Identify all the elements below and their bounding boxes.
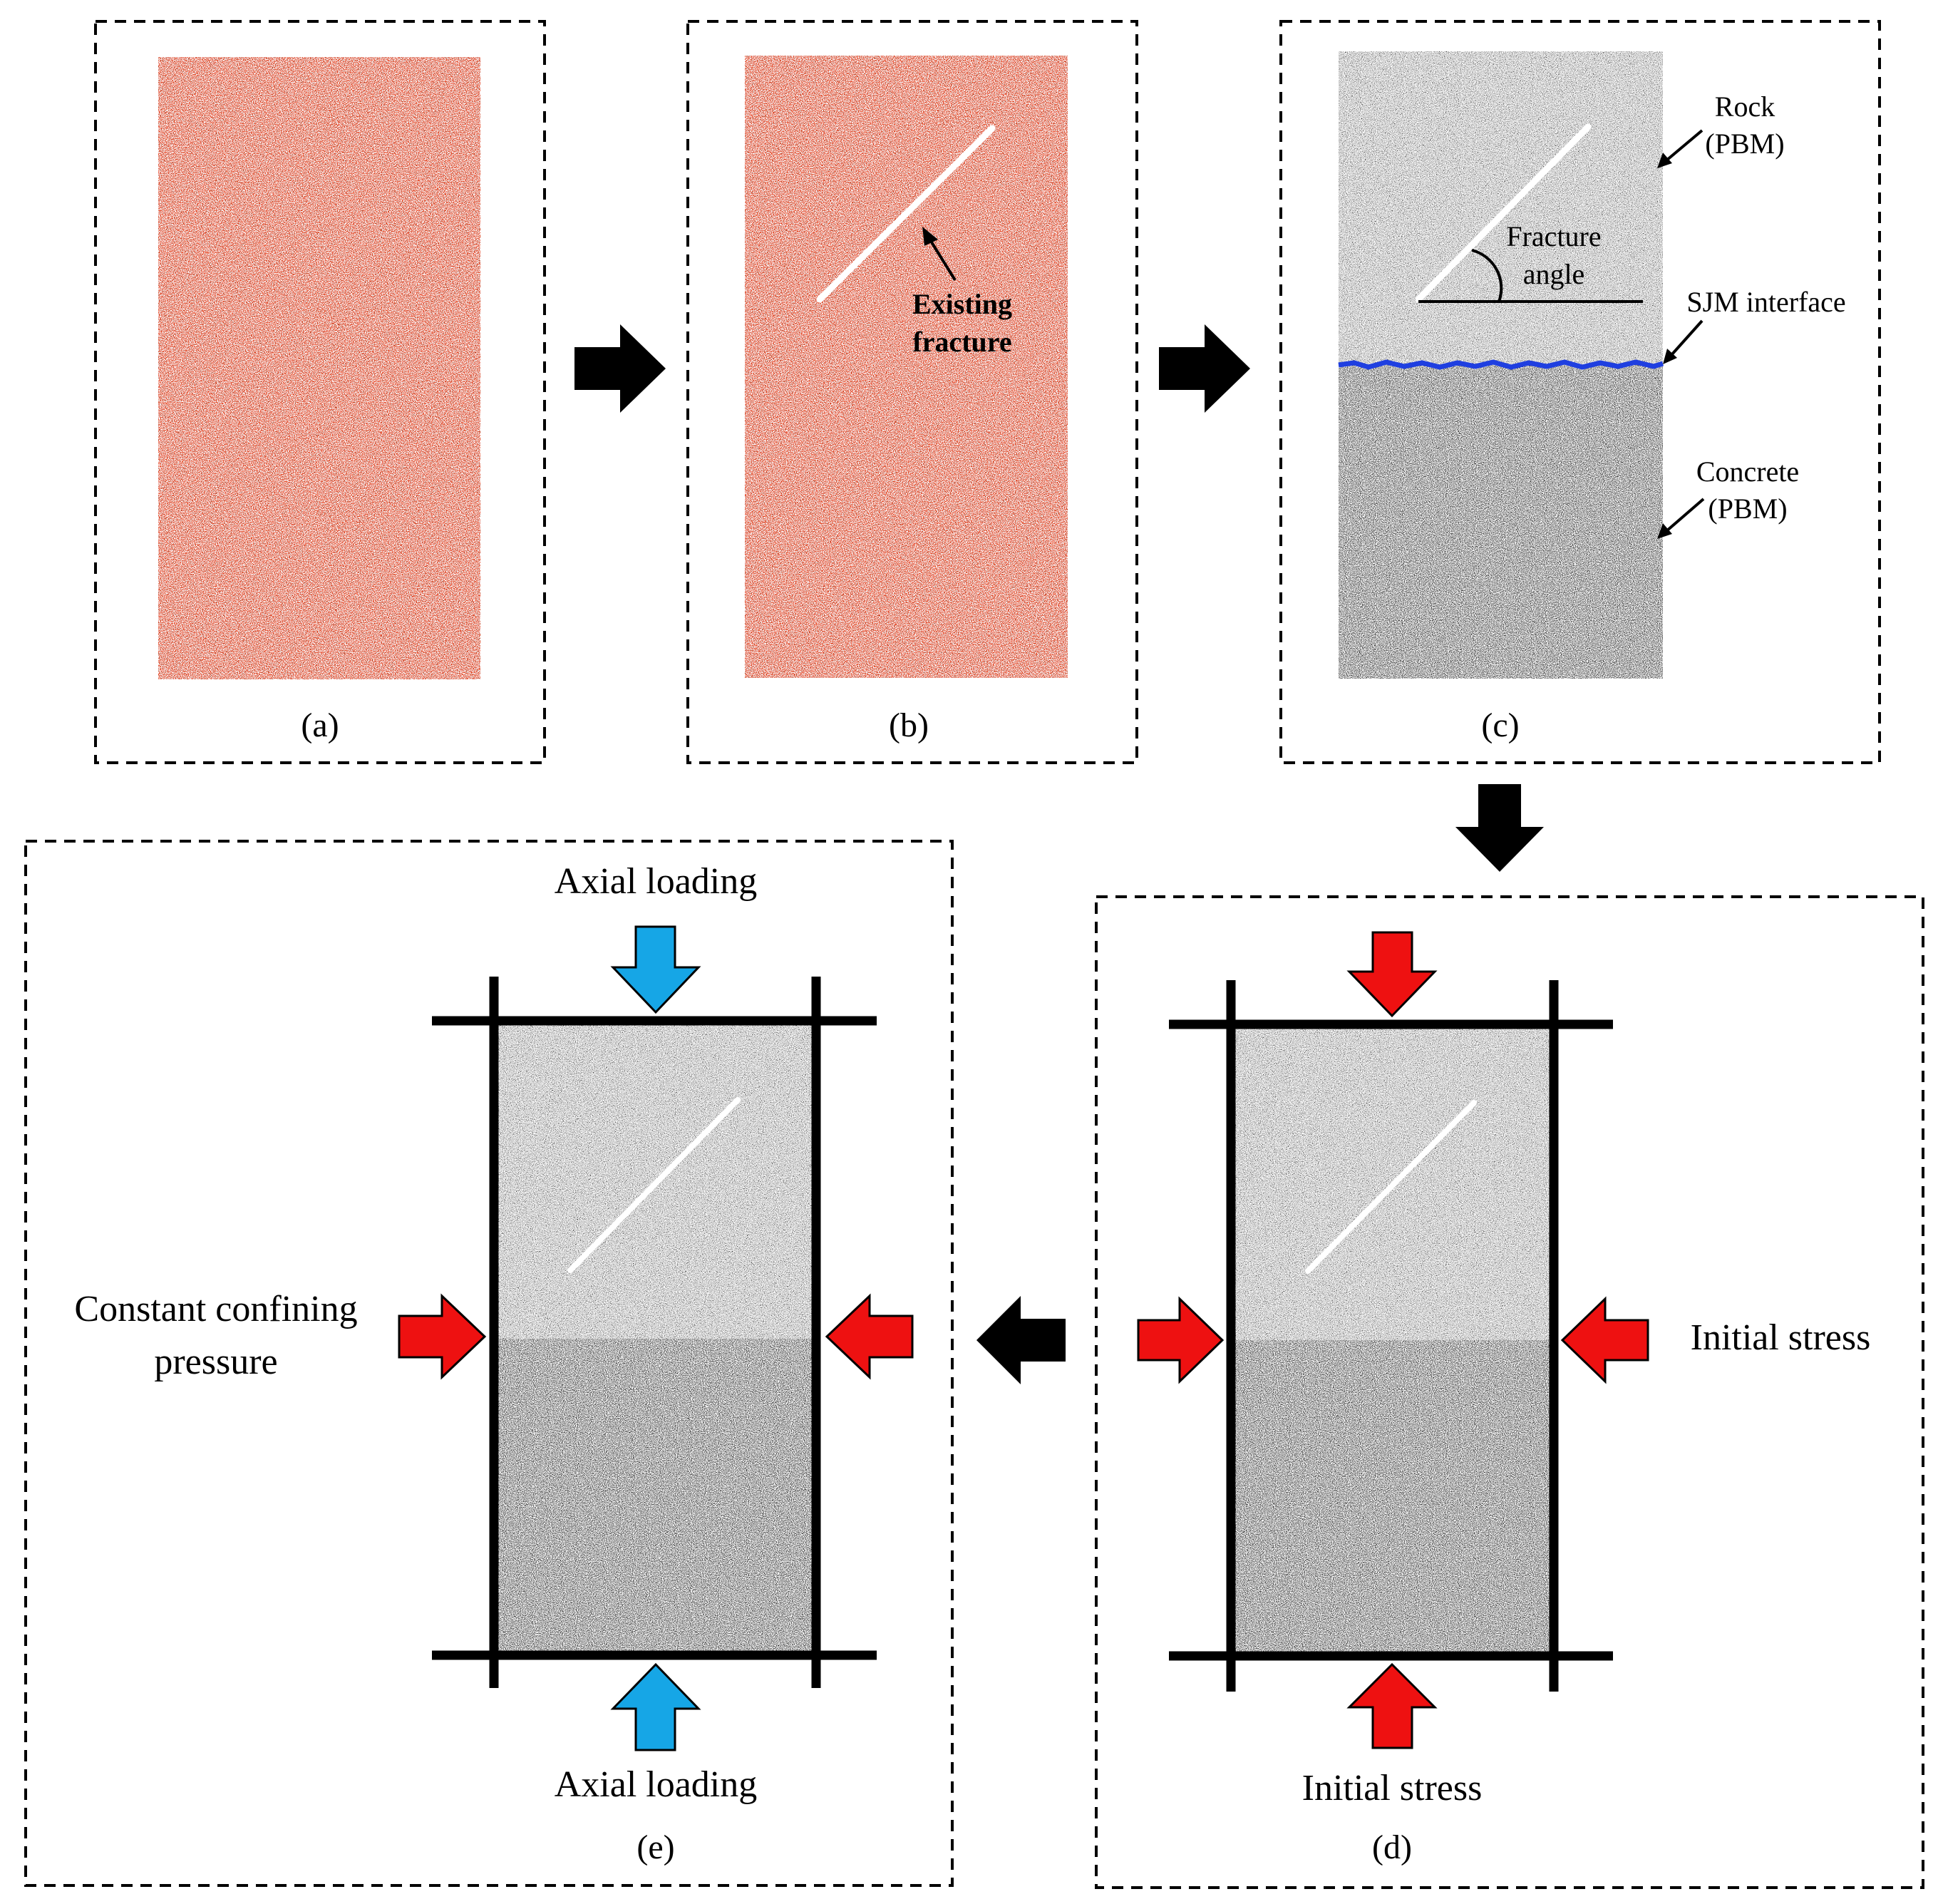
axial-loading-arrow-bottom: [610, 1662, 701, 1751]
specimen-d-fracture: [1305, 1100, 1477, 1274]
panel-d: Initial stress Initial stress (d): [1095, 895, 1924, 1889]
panel-b-frame: [686, 20, 1138, 764]
axial-loading-bottom-label: Axial loading: [555, 1764, 758, 1805]
caption-d: (d): [1372, 1828, 1412, 1866]
interface-pointer-head: [1663, 349, 1677, 364]
existing-fracture: [816, 125, 996, 303]
rock-pointer-head: [1657, 153, 1672, 168]
flow-arrow-b-to-c: [1159, 324, 1250, 413]
fracture-angle-arc: [1471, 249, 1503, 302]
concrete-pointer-arrow: [1665, 498, 1705, 532]
interface-pointer-arrow: [1670, 319, 1704, 356]
specimen-e-fracture: [567, 1097, 741, 1273]
panel-b: Existing fracture (b): [686, 20, 1138, 764]
caption-a: (a): [301, 706, 339, 744]
caption-c: (c): [1481, 706, 1519, 744]
rock-pointer-arrow: [1665, 129, 1704, 162]
confining-pressure-arrow-left: [398, 1293, 487, 1380]
panel-e: Axial loading Axial loading Constant con…: [24, 840, 954, 1887]
initial-stress-arrow-top: [1346, 931, 1438, 1018]
fracture-pointer-arrow: [928, 237, 957, 282]
concrete-pointer-head: [1657, 523, 1672, 539]
fracture-angle-label-1: Fracture: [1506, 220, 1601, 252]
caption-e: (e): [636, 1828, 674, 1866]
axial-loading-arrow-top: [610, 925, 701, 1014]
flow-arrow-c-to-d: [1455, 784, 1544, 872]
concrete-region: [1339, 365, 1663, 679]
rock-label-2: (PBM): [1705, 128, 1784, 160]
existing-fracture-label-2: fracture: [912, 326, 1011, 358]
sjm-interface-line: [1338, 359, 1664, 370]
initial-stress-arrow-left: [1137, 1296, 1225, 1384]
rock-fracture: [1415, 123, 1592, 303]
intact-rock-specimen: [158, 57, 480, 679]
panel-a: (a): [94, 20, 546, 764]
panel-c: Fracture angle Rock (PBM) SJM interface …: [1279, 20, 1881, 764]
panel-c-frame: [1279, 20, 1881, 764]
panel-a-frame: [94, 20, 546, 764]
confining-pressure-arrow-right: [825, 1293, 914, 1380]
initial-stress-bottom-label: Initial stress: [1302, 1768, 1483, 1808]
flow-arrow-d-to-e: [976, 1296, 1066, 1384]
axial-loading-top-label: Axial loading: [555, 861, 758, 902]
initial-stress-side-label: Initial stress: [1691, 1317, 1871, 1358]
initial-stress-arrow-bottom: [1346, 1662, 1438, 1749]
fractured-rock-specimen: [745, 56, 1068, 678]
rock-region: [1339, 51, 1663, 365]
rock-label-1: Rock: [1715, 91, 1775, 123]
panel-d-frame: [1095, 895, 1924, 1889]
fracture-angle-label-2: angle: [1523, 258, 1585, 290]
confining-pressure-label-1: Constant confining: [74, 1289, 357, 1329]
existing-fracture-label-1: Existing: [912, 288, 1012, 320]
initial-stress-arrow-right: [1560, 1296, 1649, 1384]
sjm-interface-label: SJM interface: [1686, 286, 1845, 318]
confining-pressure-label-2: pressure: [154, 1342, 277, 1382]
flow-arrow-a-to-b: [574, 324, 666, 413]
panel-e-frame: [24, 840, 954, 1887]
caption-b: (b): [889, 706, 929, 744]
concrete-label-2: (PBM): [1708, 493, 1787, 525]
specimen-d-concrete: [1231, 1340, 1552, 1654]
concrete-label-1: Concrete: [1696, 456, 1799, 488]
specimen-e-concrete: [494, 1339, 816, 1654]
fracture-pointer-head: [922, 227, 938, 246]
